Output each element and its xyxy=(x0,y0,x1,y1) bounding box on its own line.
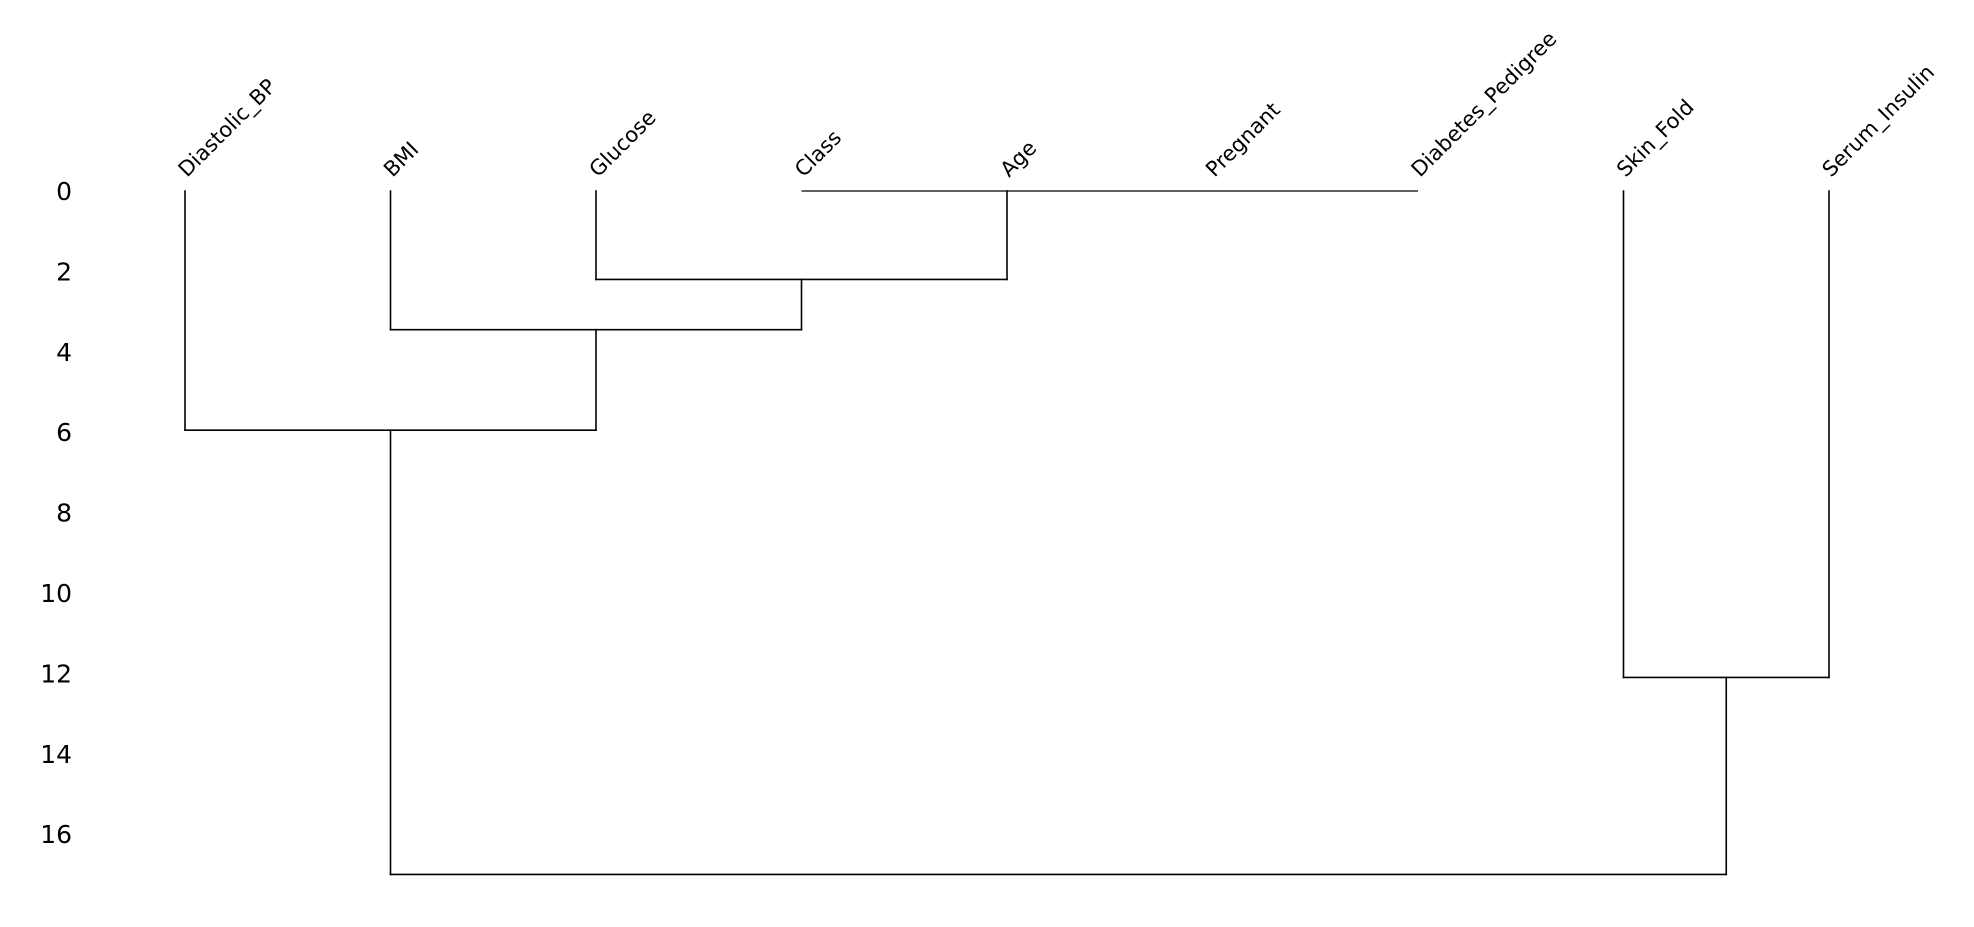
leaf-label-diastolic-bp: Diastolic_BP xyxy=(174,74,282,182)
y-tick-label-10: 10 xyxy=(40,579,72,608)
y-tick-label-12: 12 xyxy=(40,659,72,688)
y-axis-ticks-layer: 0 2 4 6 8 10 12 14 16 xyxy=(40,177,72,849)
leaf-label-glucose: Glucose xyxy=(585,105,661,181)
leaf-labels-layer: Diastolic_BP BMI Glucose Class Age Pregnant Di… xyxy=(174,27,1940,183)
y-tick-label-6: 6 xyxy=(56,418,72,447)
y-tick-label-8: 8 xyxy=(56,499,72,528)
links-layer xyxy=(184,190,1830,876)
y-tick-label-2: 2 xyxy=(56,257,72,286)
leaf-label-class: Class xyxy=(790,125,846,181)
leaf-label-bmi: BMI xyxy=(379,137,423,181)
y-tick-label-0: 0 xyxy=(56,177,72,206)
leaf-label-diabetes-pedigree: Diabetes_Pedigree xyxy=(1407,27,1563,183)
y-tick-label-14: 14 xyxy=(40,740,72,769)
leaf-label-pregnant: Pregnant xyxy=(1201,98,1285,182)
y-tick-label-4: 4 xyxy=(56,338,72,367)
leaf-label-serum-insulin: Serum_Insulin xyxy=(1818,60,1940,182)
leaf-label-skin-fold: Skin_Fold xyxy=(1612,95,1699,182)
leaf-label-age: Age xyxy=(996,136,1042,182)
y-tick-label-16: 16 xyxy=(40,820,72,849)
